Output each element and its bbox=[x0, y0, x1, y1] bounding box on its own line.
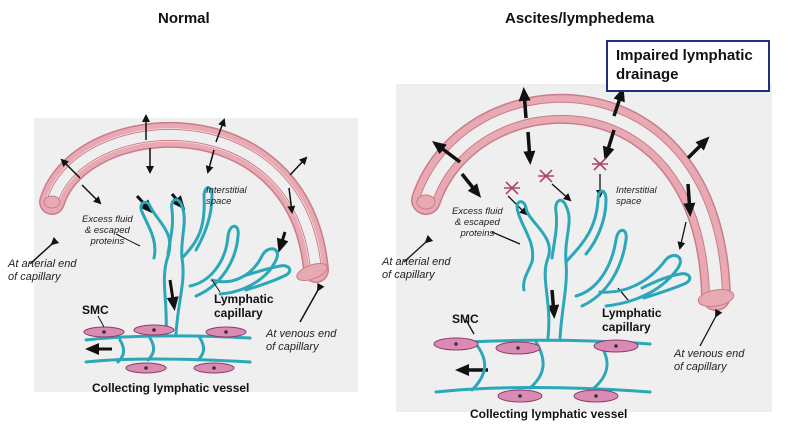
interstitial-space-label: Interstitial space bbox=[206, 185, 247, 207]
arterial-end-label: At arterial end of capillary bbox=[8, 258, 77, 283]
normal-panel bbox=[29, 114, 358, 392]
blood-capillary bbox=[411, 93, 735, 311]
venous-end-label: At venous end of capillary bbox=[674, 348, 745, 373]
lymphatic-capillary-label: Lymphatic capillary bbox=[214, 292, 274, 320]
collecting-vessel-label: Collecting lymphatic vessel bbox=[92, 381, 250, 395]
smooth-muscle-cells bbox=[83, 324, 247, 374]
venous-end-label: At venous end of capillary bbox=[266, 328, 337, 353]
impaired-drainage-callout: Impaired lymphatic drainage bbox=[606, 40, 770, 92]
excess-fluid-label: Excess fluid & escaped proteins bbox=[452, 206, 503, 239]
callout-text: Impaired lymphatic drainage bbox=[616, 47, 753, 83]
lymphatic-capillary-tree bbox=[515, 189, 692, 340]
smooth-muscle-cells bbox=[433, 337, 639, 403]
lymphatic-capillary-label: Lymphatic capillary bbox=[602, 306, 662, 334]
excess-fluid-label: Excess fluid & escaped proteins bbox=[82, 214, 133, 247]
ascites-title: Ascites/lymphedema bbox=[505, 10, 655, 27]
filtration-arrows bbox=[432, 87, 710, 376]
collecting-lymphatic-vessel bbox=[84, 334, 252, 364]
collecting-vessel-label: Collecting lymphatic vessel bbox=[470, 407, 628, 421]
interstitial-space-label: Interstitial space bbox=[616, 185, 657, 207]
blood-capillary bbox=[39, 121, 329, 283]
blockade-marks bbox=[504, 157, 608, 195]
smc-label: SMC bbox=[452, 312, 479, 326]
smc-label: SMC bbox=[82, 303, 109, 317]
normal-title: Normal bbox=[158, 10, 210, 27]
ascites-panel bbox=[396, 84, 772, 412]
lymphatic-capillary-tree bbox=[139, 186, 292, 336]
arterial-end-label: At arterial end of capillary bbox=[382, 256, 451, 281]
